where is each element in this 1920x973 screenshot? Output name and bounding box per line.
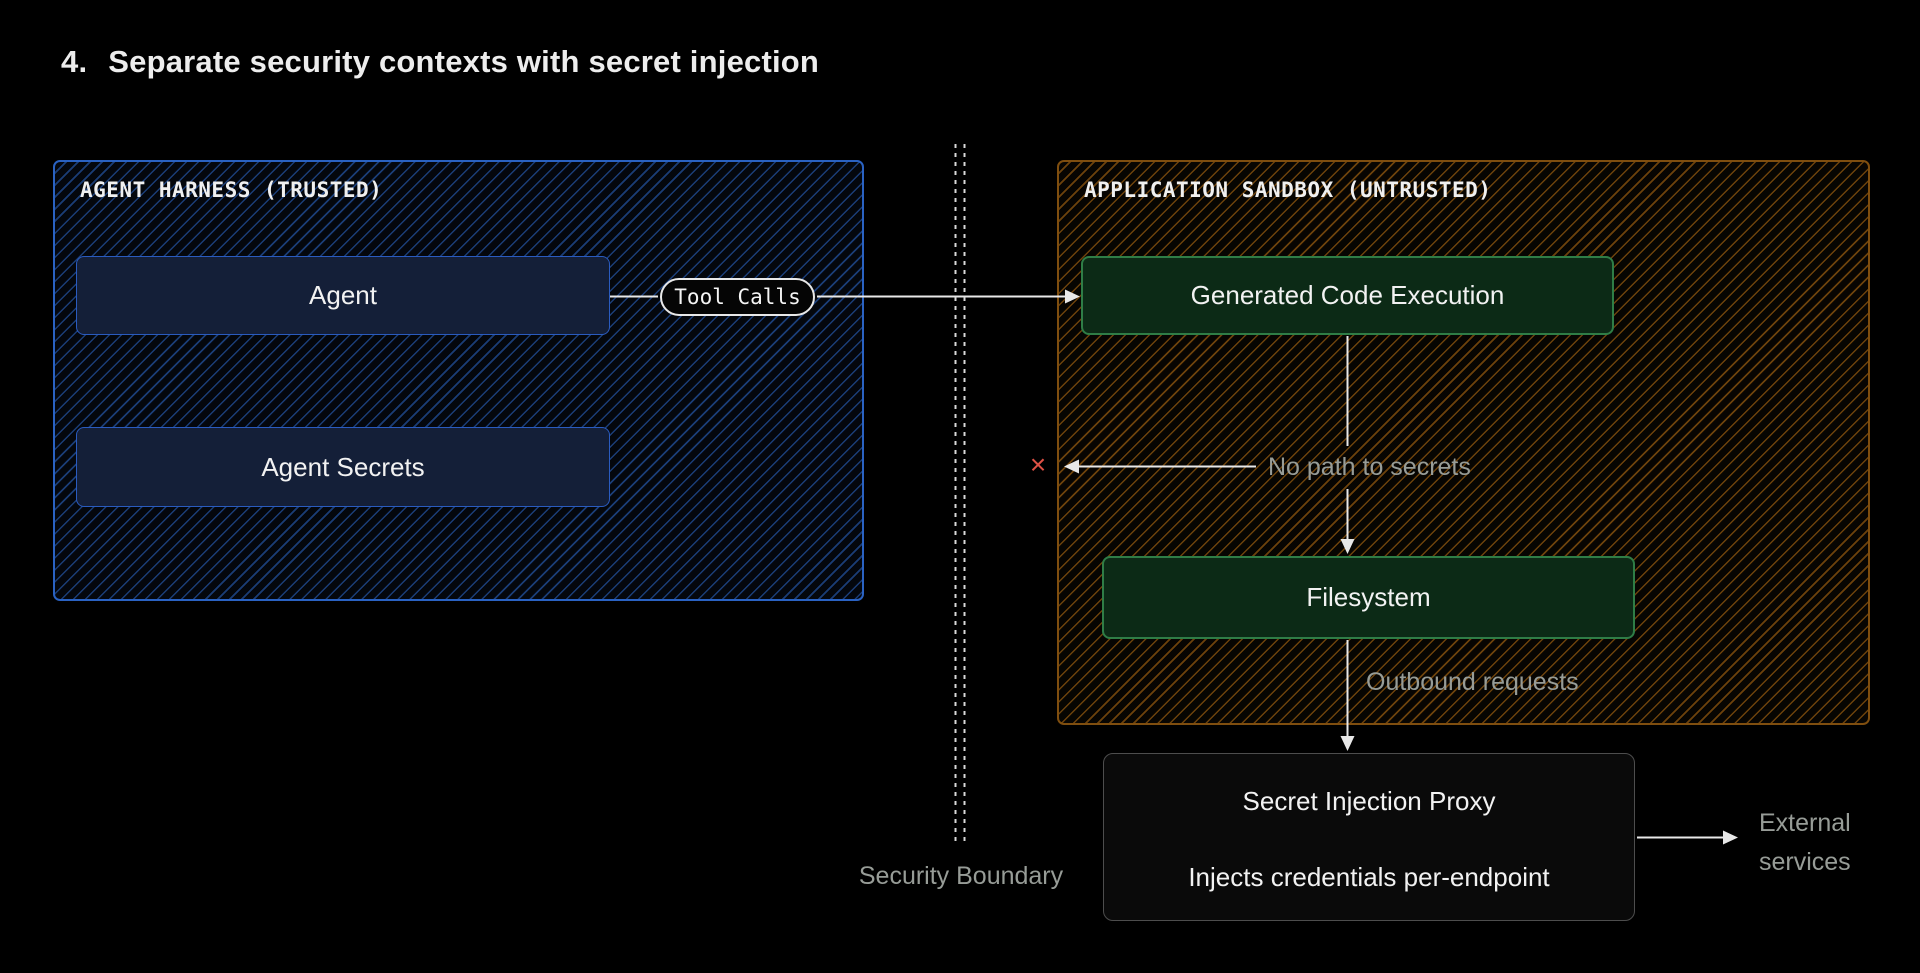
page-title: 4. Separate security contexts with secre… xyxy=(61,44,819,80)
proxy-title: Secret Injection Proxy xyxy=(1242,786,1496,816)
node-agent-secrets-label: Agent Secrets xyxy=(261,451,425,482)
node-generated-code-execution: Generated Code Execution xyxy=(1081,256,1614,335)
arrowhead-to-external xyxy=(1723,830,1738,845)
agent-harness-zone: AGENT HARNESS (TRUSTED) xyxy=(53,160,864,601)
no-path-to-secrets-label: No path to secrets xyxy=(1268,453,1471,481)
tool-calls-label: Tool Calls xyxy=(674,285,801,309)
node-agent-label: Agent xyxy=(309,280,377,310)
title-text: Separate security contexts with secret i… xyxy=(108,44,820,79)
node-generated-code-execution-label: Generated Code Execution xyxy=(1190,280,1505,310)
application-sandbox-zone: APPLICATION SANDBOX (UNTRUSTED) xyxy=(1057,160,1870,725)
node-secret-injection-proxy: Secret Injection Proxy Injects credentia… xyxy=(1103,753,1635,921)
node-filesystem-label: Filesystem xyxy=(1306,582,1431,612)
tool-calls-pill: Tool Calls xyxy=(660,278,815,316)
external-services-label: External services xyxy=(1759,809,1851,876)
agent-harness-header: AGENT HARNESS (TRUSTED) xyxy=(80,178,383,202)
title-number: 4. xyxy=(61,44,88,79)
node-agent: Agent xyxy=(76,256,610,335)
node-filesystem: Filesystem xyxy=(1102,556,1635,639)
application-sandbox-header: APPLICATION SANDBOX (UNTRUSTED) xyxy=(1084,178,1492,202)
arrowhead-into-proxy xyxy=(1340,736,1355,751)
proxy-subtitle: Injects credentials per-endpoint xyxy=(1188,862,1550,892)
outbound-requests-label: Outbound requests xyxy=(1366,668,1579,696)
security-boundary-label: Security Boundary xyxy=(858,862,1064,890)
node-agent-secrets: Agent Secrets xyxy=(76,427,610,507)
blocked-cross-icon: × xyxy=(1029,449,1047,480)
